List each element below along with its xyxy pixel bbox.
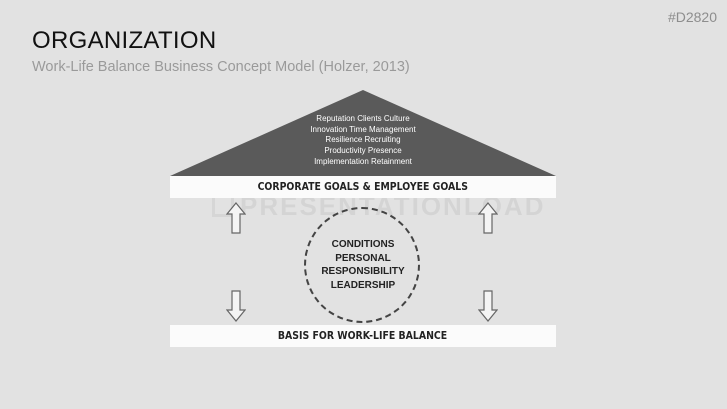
roof-item: Productivity Presence (324, 146, 402, 156)
center-circle (304, 207, 420, 323)
roof-item: Resilience Recruiting (325, 135, 401, 145)
roof: Reputation Clients Culture Innovation Ti… (170, 90, 556, 176)
slide-id: #D2820 (667, 9, 717, 25)
work-life-basis-bar: BASIS FOR WORK-LIFE BALANCE (170, 325, 556, 347)
arrow-down-icon (226, 290, 246, 322)
roof-item: Innovation Time Management (310, 124, 416, 134)
arrow-down-icon (478, 290, 498, 322)
center-text: CONDITIONS PERSONAL RESPONSIBILITY LEADE… (294, 238, 432, 292)
arrow-up-icon (226, 202, 246, 234)
center-line: CONDITIONS (331, 239, 395, 250)
center-line: PERSONAL (335, 252, 391, 264)
corporate-goals-bar: CORPORATE GOALS & EMPLOYEE GOALS (170, 176, 556, 198)
work-life-basis-label: BASIS FOR WORK-LIFE BALANCE (278, 329, 448, 342)
roof-item: Implementation Retainment (314, 156, 412, 166)
center-line: LEADERSHIP (330, 279, 396, 291)
page-subtitle: Work-Life Balance Business Concept Model… (32, 59, 410, 75)
corporate-goals-label: CORPORATE GOALS & EMPLOYEE GOALS (257, 180, 469, 193)
roof-items: Reputation Clients Culture Innovation Ti… (170, 114, 556, 168)
page-title: ORGANIZATION (32, 27, 217, 54)
roof-item: Reputation Clients Culture (316, 114, 410, 123)
arrow-up-icon (478, 202, 498, 234)
roof-triangle (170, 90, 556, 176)
center-line: RESPONSIBILITY (321, 266, 405, 277)
